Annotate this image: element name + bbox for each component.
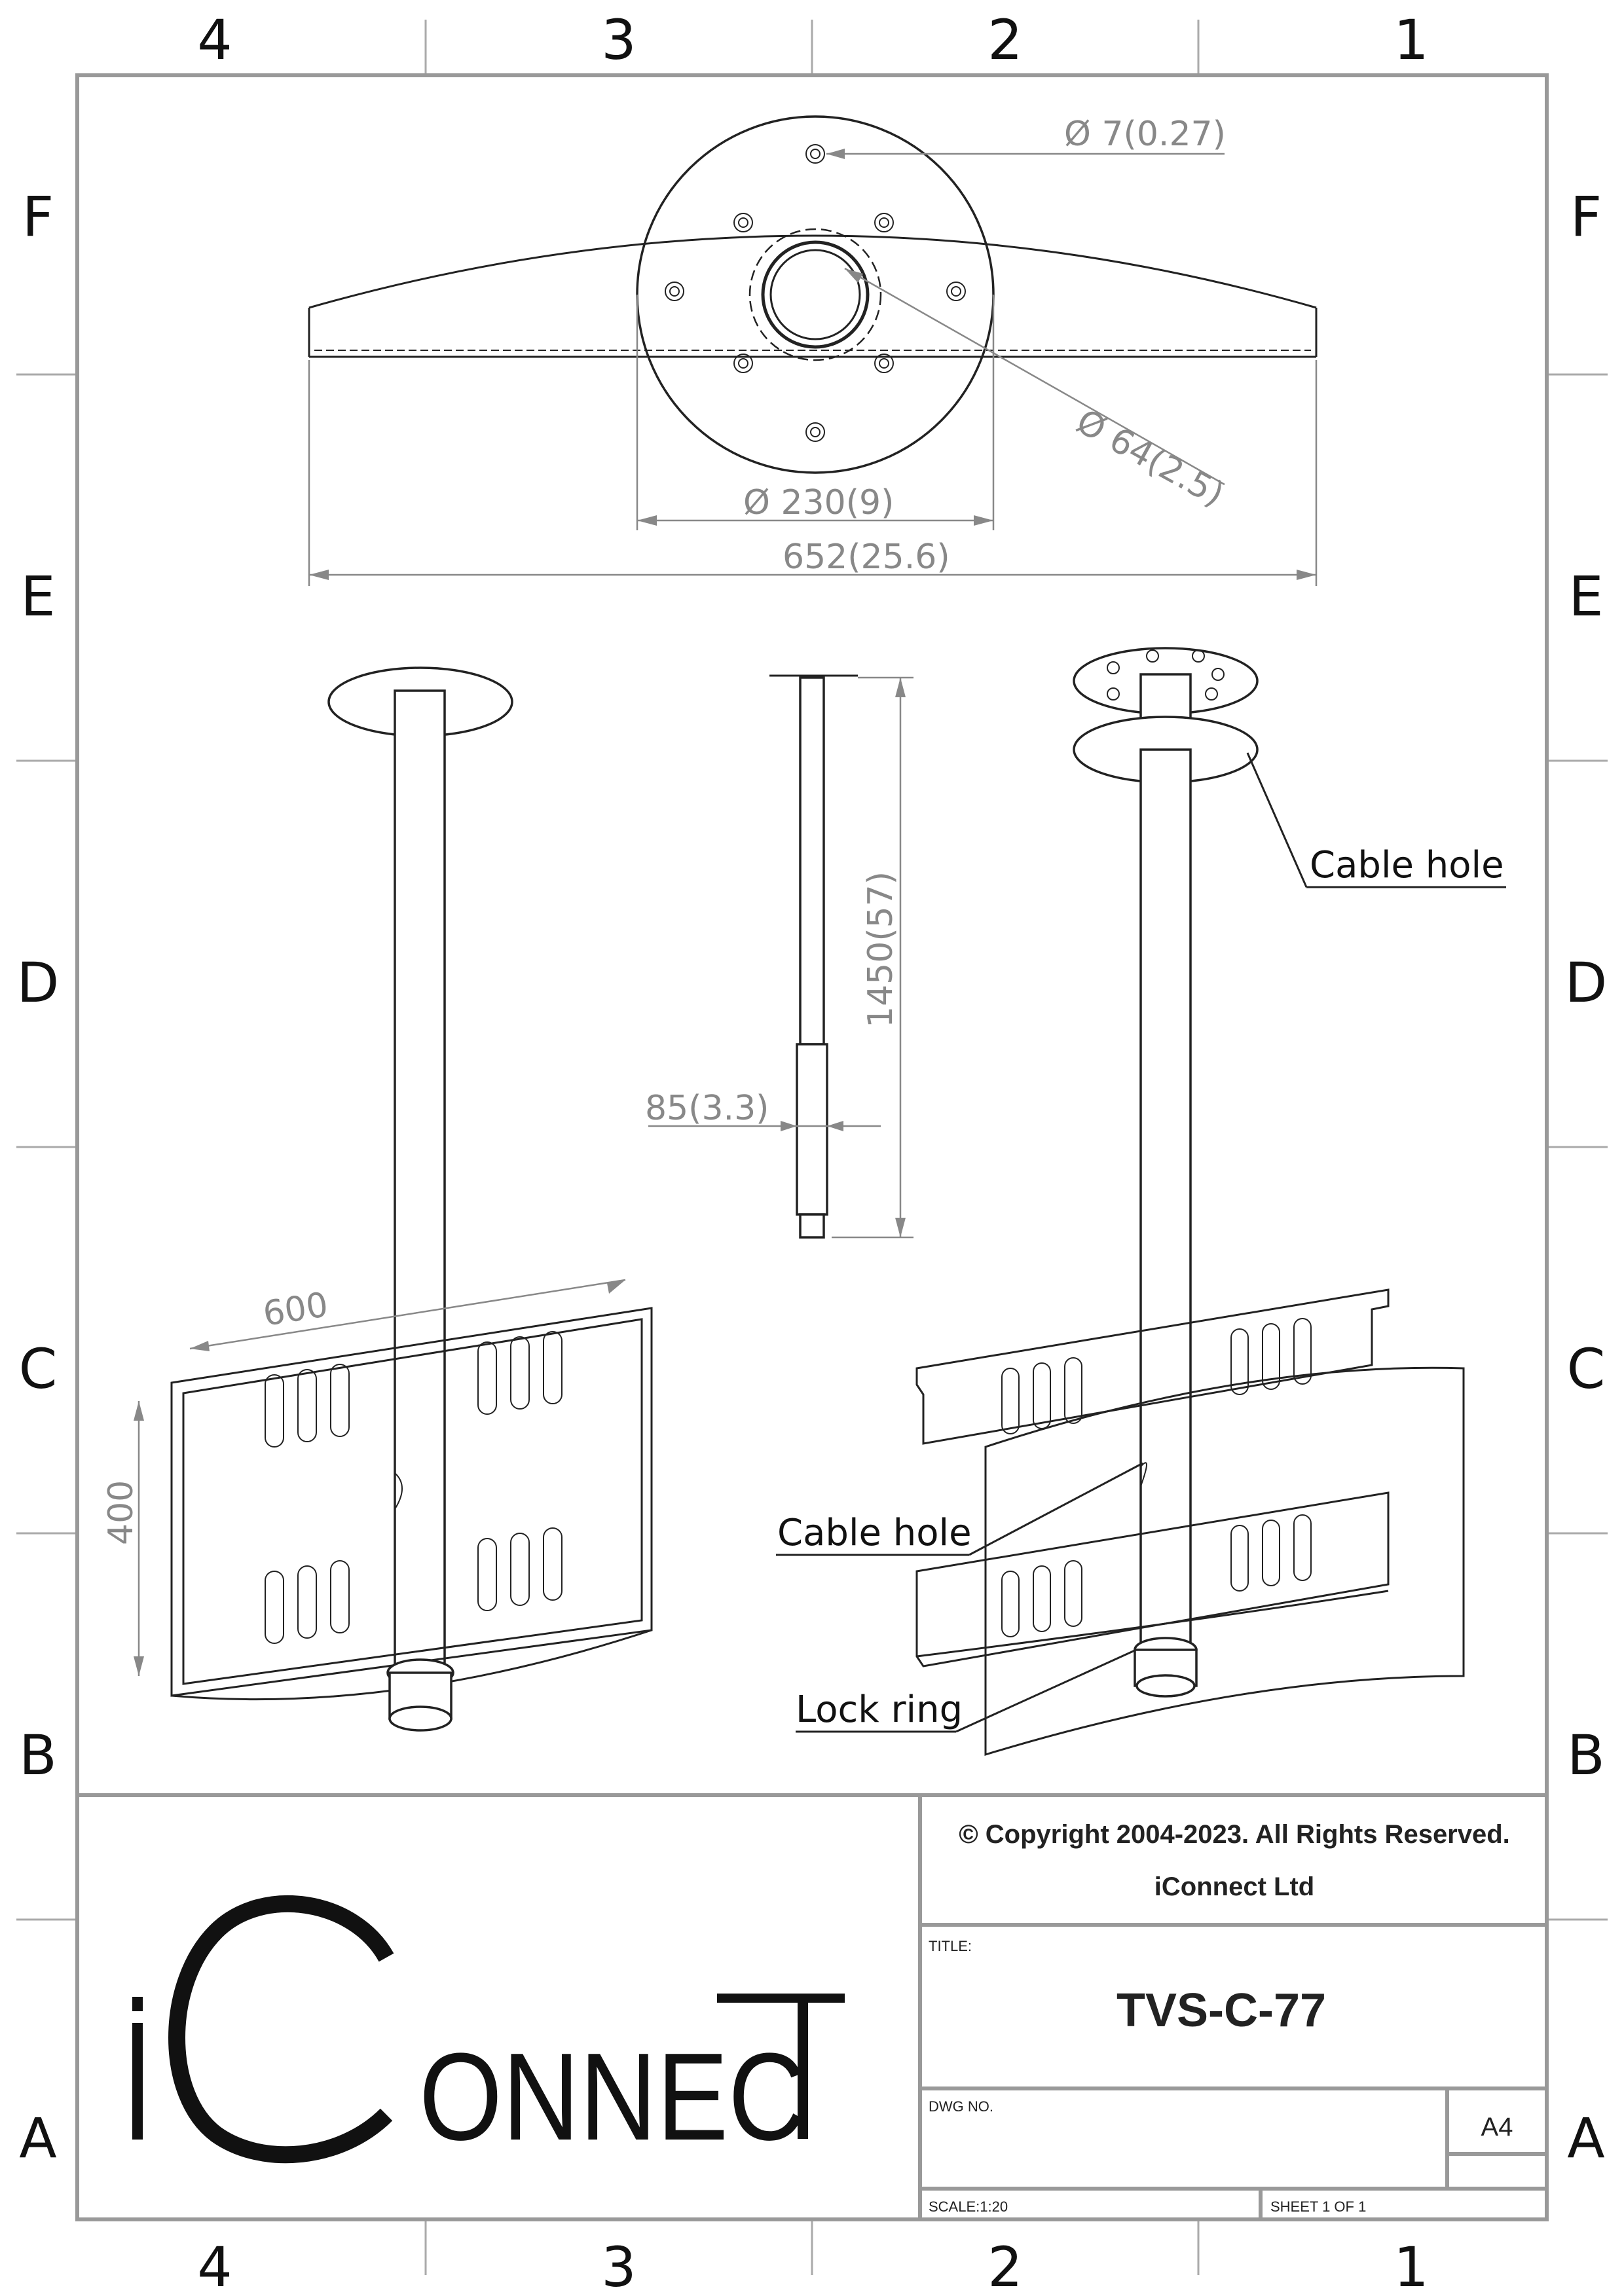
zone-row-d-right: D [1565, 951, 1608, 1015]
zone-row-e: E [20, 564, 55, 629]
sheet-number: SHEET 1 OF 1 [1270, 2198, 1366, 2215]
zone-col-3-bottom: 3 [601, 2235, 636, 2296]
zone-col-2-bottom: 2 [987, 2235, 1022, 2296]
scale-text: SCALE:1:20 [929, 2198, 1008, 2215]
iconnect-logo: ONNEC [132, 1895, 845, 2166]
left-isometric-view: 600 400 [101, 666, 653, 1732]
callout-cable-hole-top: Cable hole [1310, 844, 1504, 886]
zone-col-3: 3 [601, 8, 636, 72]
right-isometric-view: Cable hole Cable hole Lock ring [776, 647, 1506, 1757]
zone-row-d: D [17, 951, 60, 1015]
title-block: © Copyright 2004-2023. All Rights Reserv… [77, 1793, 1547, 2219]
svg-text:ONNEC: ONNEC [419, 2028, 805, 2166]
company-name: iConnect Ltd [1154, 1872, 1314, 1901]
drawing-title: TVS-C-77 [1116, 1984, 1326, 2037]
copyright-text: © Copyright 2004-2023. All Rights Reserv… [959, 1820, 1510, 1849]
callout-lock-ring: Lock ring [796, 1688, 963, 1731]
zone-row-e-right: E [1568, 564, 1603, 629]
zone-col-1-bottom: 1 [1393, 2235, 1428, 2296]
dim-height: 1450(57) [861, 871, 900, 1028]
dim-vesa-vertical: 400 [101, 1480, 141, 1545]
zone-col-4-bottom: 4 [197, 2235, 232, 2296]
top-view: Ø 7(0.27) Ø 64(2.5) Ø 230(9) 652(25.6) [308, 115, 1318, 586]
sheet-size: A4 [1481, 2113, 1513, 2141]
dwg-no-label: DWG NO. [929, 2098, 993, 2115]
mounting-holes [665, 144, 966, 442]
zone-row-f: F [22, 185, 54, 249]
dim-total-width: 652(25.6) [783, 538, 950, 577]
zone-row-c-right: C [1567, 1337, 1606, 1401]
title-label: TITLE: [929, 1938, 972, 1954]
dim-plate-diameter: Ø 230(9) [743, 483, 894, 522]
zone-col-4: 4 [197, 8, 232, 72]
zone-row-f-right: F [1570, 185, 1602, 249]
side-view: 1450(57) 85(3.3) [645, 674, 913, 1239]
zone-ticks [16, 20, 1608, 2275]
callout-cable-hole-mid: Cable hole [777, 1512, 972, 1554]
dim-vesa-horizontal: 600 [261, 1285, 331, 1334]
zone-row-a-right: A [1567, 2106, 1604, 2170]
dim-tube-width: 85(3.3) [645, 1089, 769, 1128]
zone-row-b-right: B [1567, 1723, 1605, 1787]
zone-row-c: C [19, 1337, 58, 1401]
zone-row-a: A [19, 2106, 56, 2170]
dim-pipe-diameter: Ø 64(2.5) [1070, 402, 1230, 515]
zone-row-b: B [19, 1723, 57, 1787]
zone-col-1: 1 [1393, 8, 1428, 72]
dim-hole-diameter: Ø 7(0.27) [1064, 115, 1226, 154]
zone-col-2: 2 [987, 8, 1022, 72]
zone-labels: 4 3 2 1 4 3 2 1 F E D C B A F E D C B A [17, 8, 1608, 2296]
drawing-border [75, 73, 1549, 2221]
